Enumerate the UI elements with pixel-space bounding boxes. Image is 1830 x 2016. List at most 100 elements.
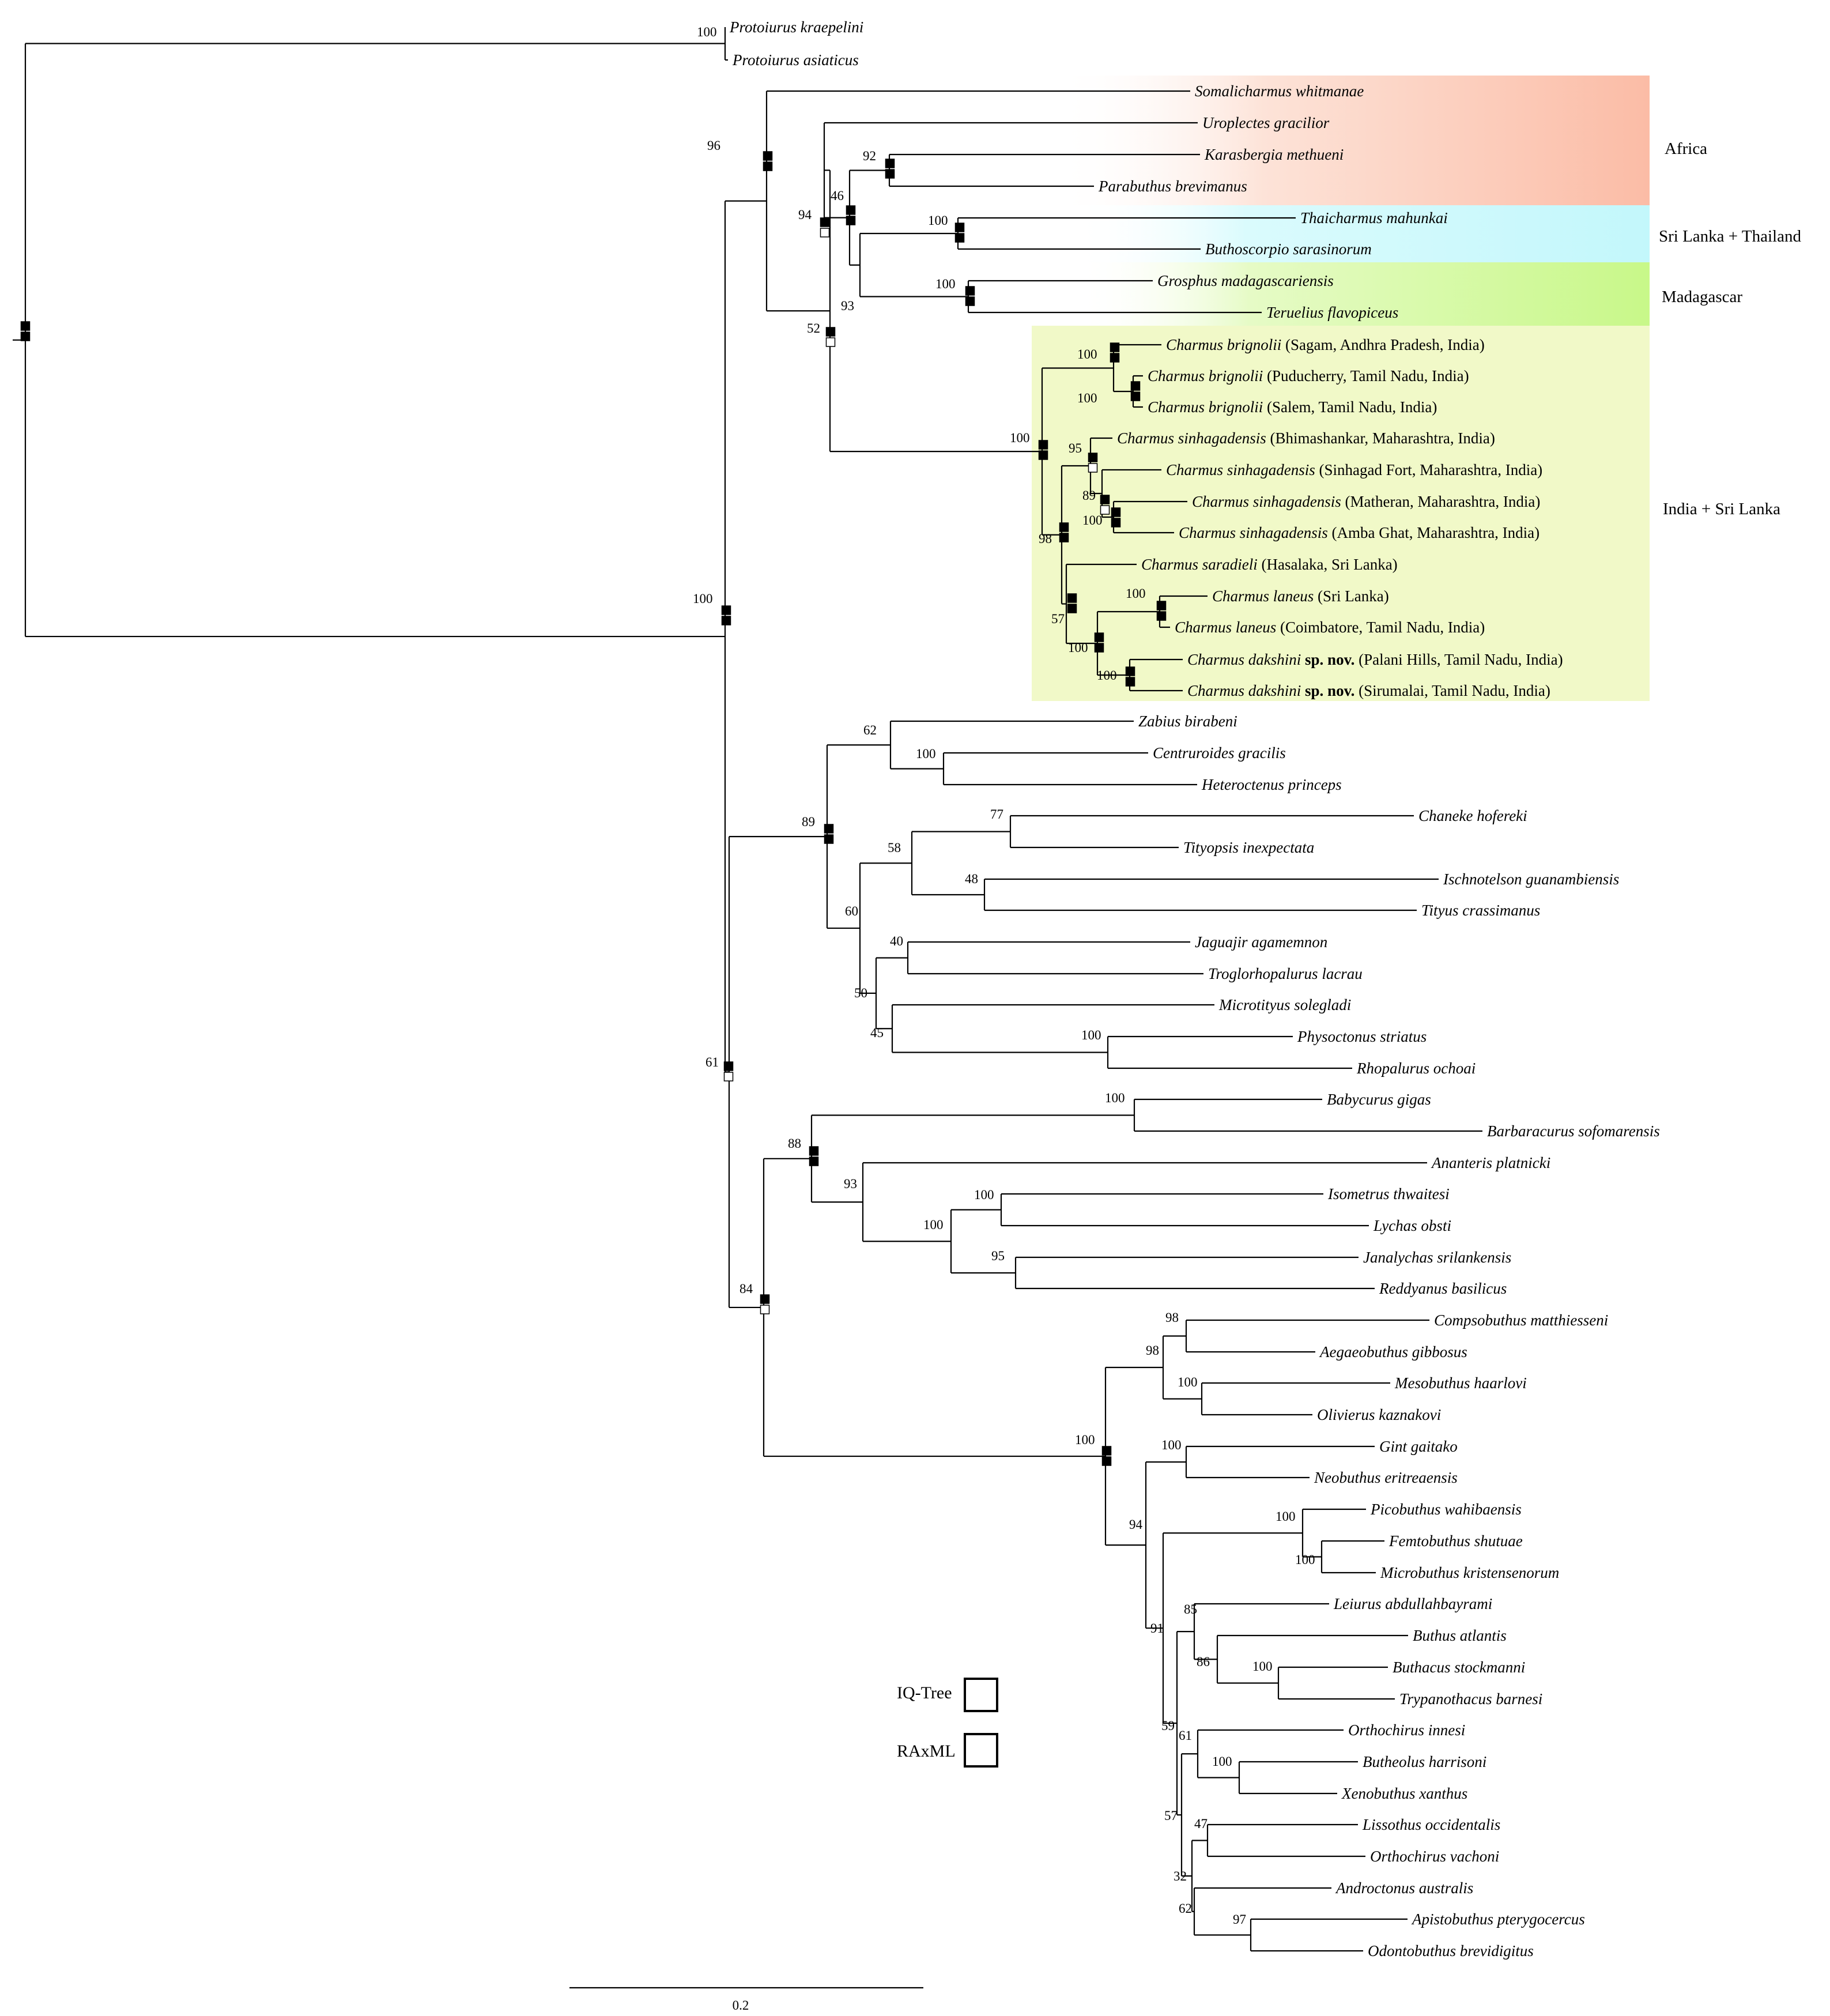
support-value-nBrig2: 100 [1077,391,1097,405]
tip-locality: (Sagam, Andhra Pradesh, India) [1281,336,1484,353]
tip-species: Leiurus abdullahbayrami [1333,1595,1492,1612]
tip-label: Microbuthus kristensenorum [1380,1564,1559,1581]
tip-label: Thaicharmus mahunkai [1300,209,1448,227]
tip-label: Charmus sinhagadensis (Sinhagad Fort, Ma… [1166,461,1542,478]
region-band-srilanka-thailand [1073,205,1650,262]
support-value-nPhy: 100 [1081,1028,1101,1042]
tip-label: Mesobuthus haarlovi [1394,1374,1527,1392]
tip-label: Heteroctenus princeps [1201,776,1342,793]
tip-sp-nov: sp. nov. [1301,682,1354,699]
raxml-support-marker [1067,604,1077,613]
tip-label: Charmus brignolii (Sagam, Andhra Pradesh… [1166,336,1485,353]
tip-species: Protoiurus kraepelini [729,18,863,36]
support-value-n93b: 93 [844,1177,857,1191]
support-value-nPico: 100 [1276,1509,1296,1524]
tip-species: Chaneke hofereki [1418,807,1527,824]
tip-locality: (Palani Hills, Tamil Nadu, India) [1354,651,1563,668]
tip-locality: (Sri Lanka) [1314,587,1388,605]
raxml-support-marker [1059,533,1069,542]
tip-species: Aegaeobuthus gibbosus [1319,1343,1467,1361]
tip-species: Orthochirus innesi [1348,1721,1465,1739]
tip-species: Picobuthus wahibaensis [1370,1501,1522,1518]
tip-label: Charmus sinhagadensis (Amba Ghat, Mahara… [1179,524,1540,541]
tip-label: Charmus dakshini sp. nov. (Palani Hills,… [1187,651,1563,668]
iqtree-support-marker [1156,601,1167,611]
tip-species: Heteroctenus princeps [1201,776,1342,793]
tip-label: Olivierus kaznakovi [1317,1406,1441,1423]
raxml-support-marker [809,1156,819,1166]
tip-label: Karasbergia methueni [1204,146,1344,163]
support-value-n46: 46 [831,189,844,203]
raxml-support-marker [1038,450,1048,460]
region-band-madagascar [1078,262,1650,326]
region-band-africa [1055,76,1650,205]
raxml-support-marker [760,1305,770,1314]
tip-species: Tityopsis inexpectata [1183,839,1314,856]
tip-species: Lychas obsti [1373,1217,1451,1234]
raxml-support-marker [820,228,830,238]
tip-species: Rhopalurus ochoai [1356,1060,1476,1077]
iqtree-support-marker [965,286,975,296]
tip-label: Orthochirus vachoni [1370,1848,1499,1865]
tip-locality: (Salem, Tamil Nadu, India) [1263,398,1437,416]
raxml-support-marker [763,161,773,171]
tip-label: Tityopsis inexpectata [1183,839,1314,856]
support-value-nBaby: 100 [1105,1091,1125,1105]
iqtree-support-marker [1094,632,1104,642]
tip-species: Troglorhopalurus lacrau [1208,965,1363,982]
tip-species: Zabius birabeni [1138,713,1237,730]
raxml-support-marker [721,616,731,625]
iqtree-support-marker [760,1294,770,1304]
tip-species: Barbaracurus sofomarensis [1487,1122,1660,1140]
scale-bar-label: 0.2 [733,1998,749,2013]
tip-label: Orthochirus innesi [1348,1721,1465,1739]
tip-label: Lissothus occidentalis [1362,1816,1500,1833]
tip-species: Olivierus kaznakovi [1317,1406,1441,1423]
support-value-n94b: 94 [1129,1517,1143,1532]
support-value-n40: 40 [890,934,903,948]
iqtree-support-marker [824,824,834,834]
tip-label: Protoiurus asiaticus [732,51,859,69]
region-label-africa: Africa [1665,140,1707,158]
tip-label: Teruelius flavopiceus [1266,304,1398,321]
iqtree-support-marker [885,159,895,168]
tip-label: Charmus saradieli (Hasalaka, Sri Lanka) [1141,556,1398,573]
support-value-n91: 91 [1150,1621,1164,1636]
raxml-support-marker [885,169,895,179]
tip-label: Reddyanus basilicus [1379,1280,1507,1297]
support-value-nFem: 100 [1295,1552,1315,1567]
tip-label: Tityus crassimanus [1421,902,1540,919]
iqtree-support-marker [1100,495,1110,504]
support-value-nMeso: 100 [1178,1375,1198,1389]
support-value-n58: 58 [888,841,901,855]
tip-species: Janalychas srilankensis [1363,1249,1511,1266]
tip-label: Uroplectes gracilior [1202,114,1330,131]
support-value-n100m: 100 [693,591,713,606]
tip-species: Charmus sinhagadensis [1179,524,1328,541]
tip-species: Charmus laneus [1212,587,1314,605]
tip-species: Androctonus australis [1335,1879,1473,1897]
iqtree-support-marker [954,223,965,232]
tip-label: Xenobuthus xanthus [1341,1785,1467,1802]
tip-species: Charmus brignolii [1148,398,1263,416]
tip-label: Buthacus stockmanni [1393,1659,1525,1676]
support-value-nGint: 100 [1161,1438,1182,1452]
tip-locality: (Sinhagad Fort, Maharashtra, India) [1315,461,1542,478]
tip-locality: (Puducherry, Tamil Nadu, India) [1263,367,1469,385]
raxml-support-marker [20,331,31,341]
support-value-n98c: 98 [1039,532,1052,546]
iqtree-support-marker [820,217,830,227]
tip-species: Buthus atlantis [1413,1627,1507,1644]
tip-species: Charmus brignolii [1148,367,1263,385]
iqtree-support-marker [1111,507,1121,517]
tip-label: Rhopalurus ochoai [1356,1060,1476,1077]
region-label-srilanka-thailand: Sri Lanka + Thailand [1659,227,1801,246]
region-labels: Africa Sri Lanka + Thailand Madagascar I… [1659,140,1801,518]
tip-label: Babycurus gigas [1327,1091,1431,1108]
tip-label: Trypanothacus barnesi [1399,1690,1542,1708]
region-label-madagascar: Madagascar [1662,288,1742,306]
raxml-support-marker [825,337,836,347]
support-value-n98b: 98 [1146,1343,1159,1358]
tip-label: Charmus brignolii (Puducherry, Tamil Nad… [1148,367,1469,385]
tip-species: Charmus saradieli [1141,556,1258,573]
